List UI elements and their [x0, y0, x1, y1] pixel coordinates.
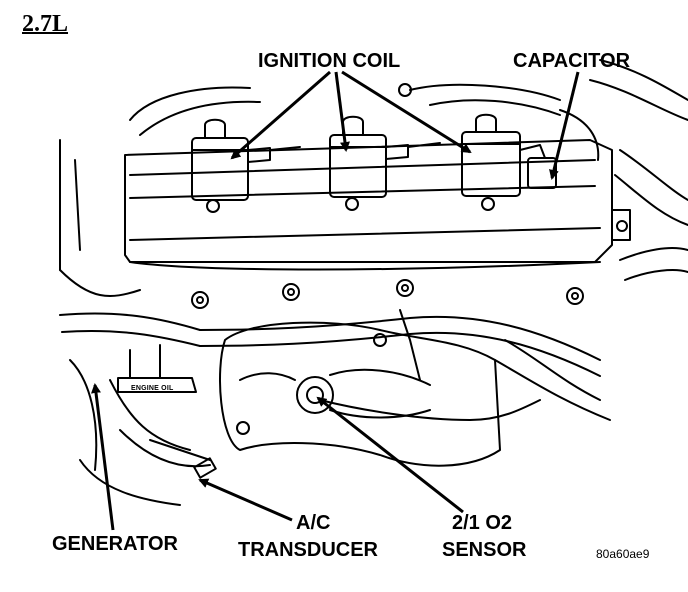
- ignition-coil-3: [461, 113, 521, 211]
- o2-sensor-label-line2: SENSOR: [442, 539, 527, 561]
- capacitor-label: CAPACITOR: [513, 50, 631, 72]
- ac-transducer-label-line1: A/C: [296, 512, 331, 534]
- lower-hoses: [59, 312, 611, 506]
- background-hoses: [59, 59, 688, 297]
- arrow-coil-2: [334, 71, 350, 152]
- arrow-ac-transducer: [198, 478, 293, 522]
- ignition-coil-1: [191, 118, 301, 213]
- generator-label: GENERATOR: [52, 533, 178, 555]
- valve-cover: [124, 139, 631, 271]
- ignition-coil-label: IGNITION COIL: [258, 50, 401, 72]
- exhaust-manifold: [219, 309, 501, 467]
- arrow-o2-sensor: [316, 396, 464, 514]
- callout-arrows: [91, 70, 580, 531]
- engine-oil-tag-text: ENGINE OIL: [131, 385, 174, 392]
- ac-transducer-label-line2: TRANSDUCER: [238, 539, 378, 561]
- arrow-coil-1: [230, 70, 331, 160]
- arrow-generator: [91, 383, 115, 531]
- capacitor-part: [519, 144, 557, 189]
- ignition-coil-2: [329, 115, 441, 211]
- arrow-coil-3: [341, 70, 472, 154]
- figure-id: 80a60ae9: [596, 547, 650, 561]
- mounting-bolts: [191, 83, 584, 435]
- arrow-capacitor: [549, 71, 580, 180]
- o2-sensor-label-line1: 2/1 O2: [452, 512, 513, 534]
- engine-label: 2.7L: [22, 11, 69, 37]
- ac-transducer-part: [193, 457, 217, 479]
- engine-oil-tag: [117, 344, 197, 393]
